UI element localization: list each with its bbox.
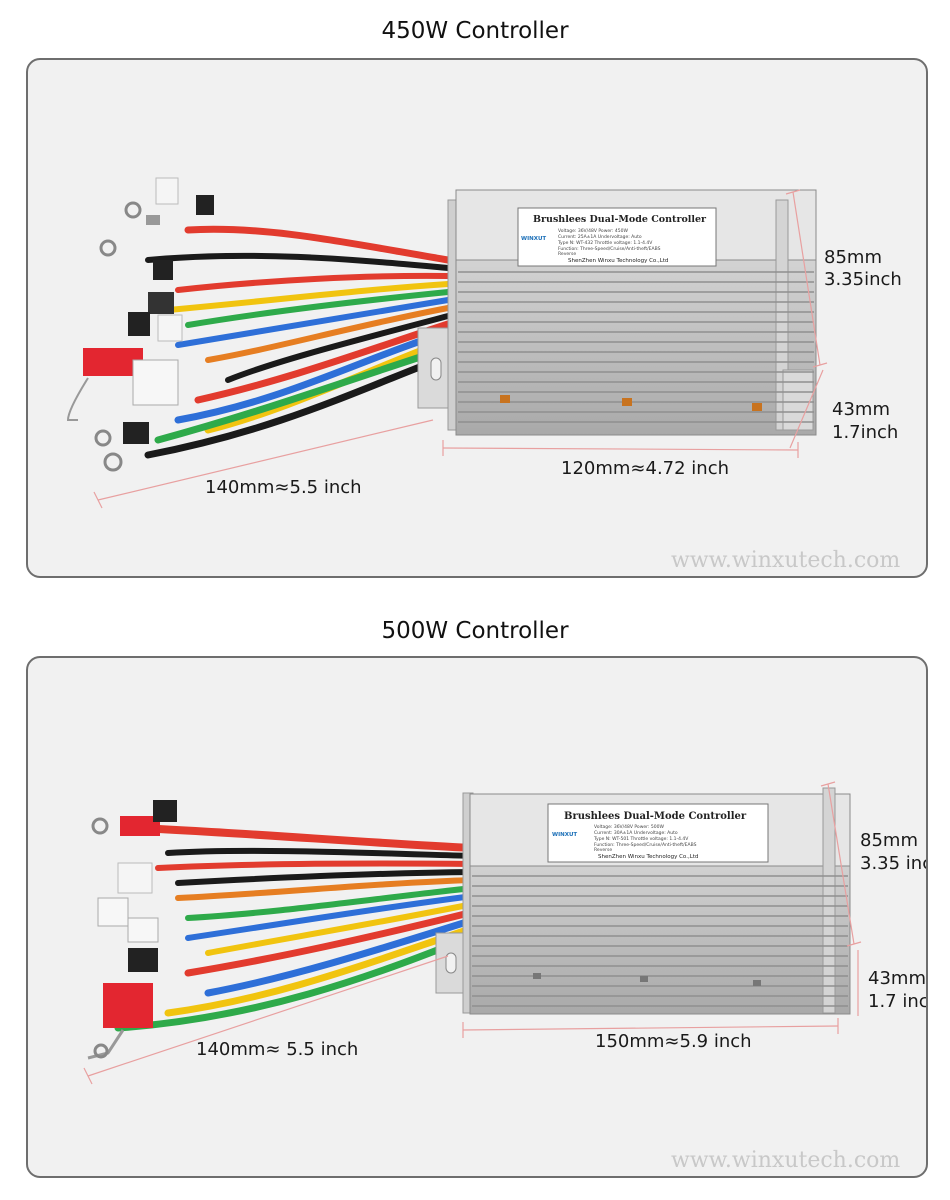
dimension-lines [93, 189, 828, 509]
panel-title-500w: 500W Controller [381, 618, 569, 644]
label-line-2: Current: 30A±1A Undervoltage: Auto [594, 830, 678, 836]
label-line-4: Function: Three-Speed/Cruise/Anti-theft/… [558, 246, 661, 252]
label-line-5: Reverse [594, 847, 612, 853]
connectors [87, 800, 177, 1060]
connectors [66, 177, 214, 472]
height-inch-label: 3.35inch [824, 269, 902, 290]
label-line-1: Voltage: 36V/48V Power: 450W [558, 228, 628, 234]
dimension-lines [83, 781, 862, 1085]
wire-harness [114, 824, 477, 1032]
height-inch-label: 3.35 inc [860, 853, 928, 874]
wire-harness [144, 225, 452, 459]
depth-inch-label: 1.7inch [832, 422, 899, 443]
height-mm-label: 85mm [860, 830, 918, 851]
wire-length-label: 140mm≈ 5.5 inch [196, 1039, 359, 1060]
label-logo: WINXUT [521, 236, 546, 242]
label-logo: WINXUT [552, 832, 577, 838]
label-maker: ShenZhen Winxu Technology Co.,Ltd [568, 258, 668, 264]
controller-illustration-450w: Brushlees Dual-Mode Controller WINXUT Vo… [66, 177, 828, 509]
label-line-1: Voltage: 36V/48V Power: 500W [594, 824, 664, 830]
watermark: www.winxutech.com [671, 548, 901, 573]
label-line-3: Type N: WT-501 Throttle voltage: 1.1-4.4… [593, 836, 689, 842]
wire-length-label: 140mm≈5.5 inch [205, 477, 362, 498]
label-heading: Brushlees Dual-Mode Controller [533, 214, 707, 225]
depth-inch-label: 1.7 inc [868, 991, 928, 1012]
label-line-5: Reverse [558, 251, 576, 257]
label-heading: Brushlees Dual-Mode Controller [564, 811, 747, 822]
product-photo-450w: Brushlees Dual-Mode Controller WINXUT Vo… [26, 58, 928, 578]
heatsink-fins [458, 271, 814, 423]
label-line-2: Current: 25A±1A Undervoltage: Auto [558, 234, 642, 240]
body-length-label: 120mm≈4.72 inch [561, 458, 730, 479]
label-line-4: Function: Three-Speed/Cruise/Anti-theft/… [594, 842, 697, 848]
label-maker: ShenZhen Winxu Technology Co.,Ltd [598, 854, 698, 860]
watermark: www.winxutech.com [671, 1148, 901, 1173]
body-length-label: 150mm≈5.9 inch [595, 1031, 752, 1052]
housing-screws [533, 973, 761, 986]
label-line-3: Type N: WT-432 Throttle voltage: 1.1-4.4… [557, 240, 653, 246]
product-photo-500w: Brushlees Dual-Mode Controller WINXUT Vo… [26, 656, 928, 1178]
product-label: Brushlees Dual-Mode Controller WINXUT Vo… [547, 803, 769, 863]
depth-mm-label: 43mm [832, 399, 890, 420]
product-label: Brushlees Dual-Mode Controller WINXUT Vo… [517, 207, 717, 267]
depth-mm-label: 43mm [868, 968, 926, 989]
controller-illustration-500w: Brushlees Dual-Mode Controller WINXUT Vo… [83, 781, 862, 1085]
panel-title-450w: 450W Controller [381, 18, 569, 44]
height-mm-label: 85mm [824, 247, 882, 268]
housing-screws [500, 395, 762, 411]
